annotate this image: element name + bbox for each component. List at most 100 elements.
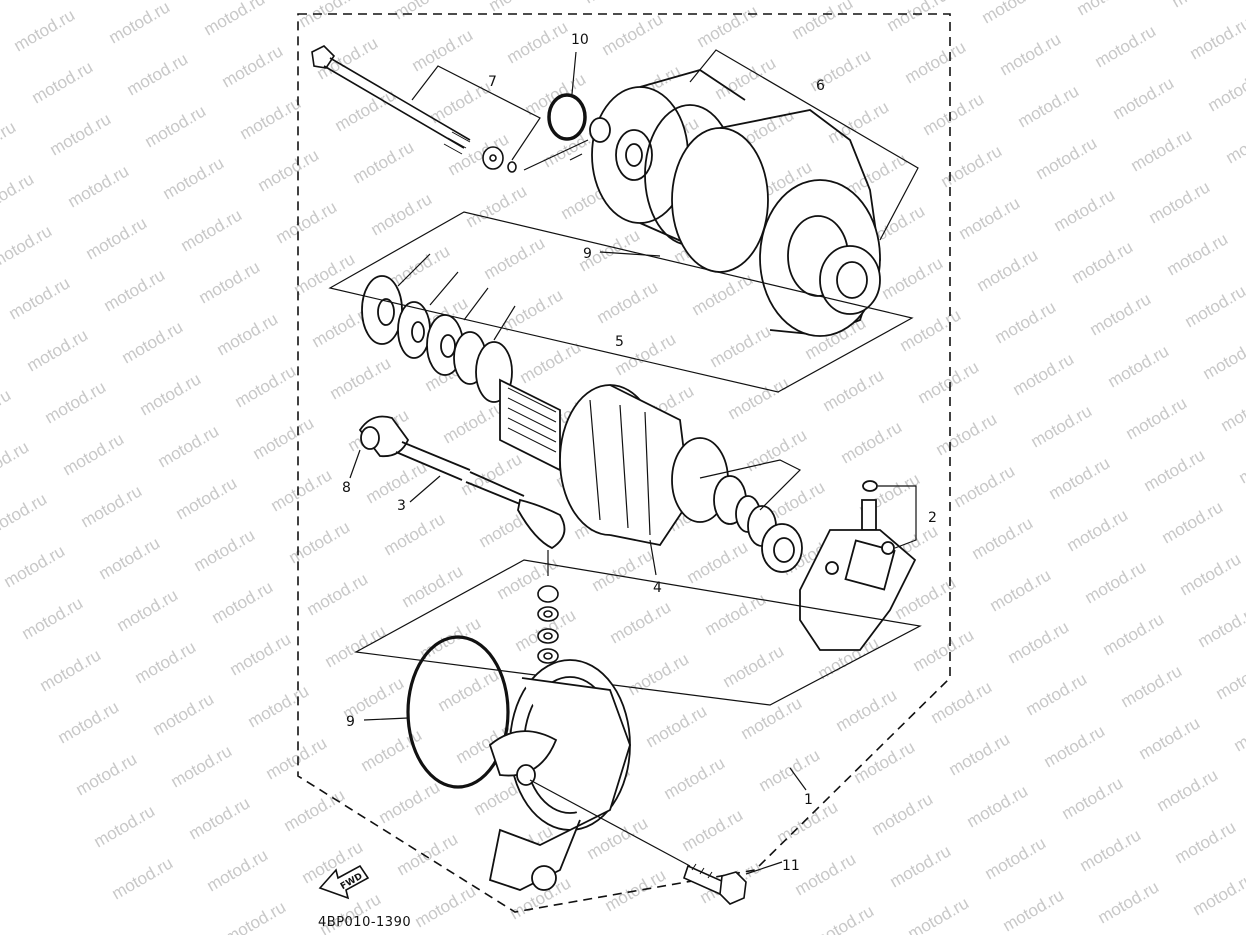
watermark-text: motod.ru <box>756 745 824 795</box>
watermark-text: motod.ru <box>1074 0 1142 19</box>
watermark-text: motod.ru <box>897 305 965 355</box>
watermark-text: motod.ru <box>227 629 295 679</box>
watermark-text: motod.ru <box>810 901 878 935</box>
watermark-text: motod.ru <box>1218 385 1246 435</box>
watermark-text: motod.ru <box>132 637 200 687</box>
watermark-text: motod.ru <box>1041 721 1109 771</box>
callout-1: 1 <box>804 792 813 808</box>
watermark-text: motod.ru <box>73 749 141 799</box>
watermark-text: motod.ru <box>214 309 282 359</box>
watermark-text: motod.ru <box>96 533 164 583</box>
watermark-text: motod.ru <box>869 789 937 839</box>
watermark-text: motod.ru <box>106 0 174 47</box>
callout-11: 11 <box>782 858 800 874</box>
watermark-text: motod.ru <box>60 429 128 479</box>
watermark-text: motod.ru <box>268 465 336 515</box>
watermark-text: motod.ru <box>499 285 567 335</box>
watermark-text: motod.ru <box>684 537 752 587</box>
watermark-text: motod.ru <box>905 893 973 935</box>
watermark-text: motod.ru <box>1236 437 1246 487</box>
watermark-text: motod.ru <box>956 193 1024 243</box>
callout-9-top: 9 <box>583 246 592 262</box>
watermark-text: motod.ru <box>607 597 675 647</box>
watermark-text: motod.ru <box>0 65 1 115</box>
watermark-text: motod.ru <box>481 233 549 283</box>
callout-7: 7 <box>488 74 497 90</box>
watermark-text: motod.ru <box>625 649 693 699</box>
watermark-text: motod.ru <box>887 841 955 891</box>
watermark-text: motod.ru <box>232 361 300 411</box>
watermark-text: motod.ru <box>594 277 662 327</box>
callout-4: 4 <box>653 580 662 596</box>
callout-9-bottom: 9 <box>346 714 355 730</box>
watermark-text: motod.ru <box>1182 281 1246 331</box>
watermark-text: motod.ru <box>1010 349 1078 399</box>
watermark-text: motod.ru <box>399 561 467 611</box>
watermark-text: motod.ru <box>1046 453 1114 503</box>
watermark-text: motod.ru <box>412 881 480 931</box>
watermark-text: motod.ru <box>522 69 590 119</box>
watermark-text: motod.ru <box>1169 0 1237 11</box>
watermark-text: motod.ru <box>327 353 395 403</box>
watermark-text: motod.ru <box>101 265 169 315</box>
watermark-text: motod.ru <box>1128 125 1196 175</box>
watermark-text: motod.ru <box>920 89 988 139</box>
watermark-text: motod.ru <box>504 17 572 67</box>
watermark-text: motod.ru <box>0 169 37 219</box>
watermark-text: motod.ru <box>29 57 97 107</box>
watermark-text: motod.ru <box>712 53 780 103</box>
watermark-text: motod.ru <box>902 37 970 87</box>
watermark-text: motod.ru <box>0 0 60 3</box>
watermark-text: motod.ru <box>155 421 223 471</box>
watermark-text: motod.ru <box>1200 333 1246 383</box>
watermark-text: motod.ru <box>6 273 74 323</box>
watermark-text: motod.ru <box>933 409 1001 459</box>
watermark-text: motod.ru <box>1023 669 1091 719</box>
callout-3: 3 <box>397 498 406 514</box>
watermark-text: motod.ru <box>1136 713 1204 763</box>
watermark-text: motod.ru <box>24 325 92 375</box>
watermark-text: motod.ru <box>743 425 811 475</box>
watermark-text: motod.ru <box>296 0 364 31</box>
watermark-text: motod.ru <box>0 385 14 435</box>
watermark-text: motod.ru <box>589 545 657 595</box>
watermark-text: motod.ru <box>173 473 241 523</box>
watermark-text: motod.ru <box>196 257 264 307</box>
watermark-text: motod.ru <box>219 41 287 91</box>
watermark-text: motod.ru <box>350 137 418 187</box>
watermark-text: motod.ru <box>820 365 888 415</box>
watermark-text: motod.ru <box>83 213 151 263</box>
watermark-text: motod.ru <box>42 377 110 427</box>
watermark-text: motod.ru <box>1159 497 1227 547</box>
watermark-text: motod.ru <box>201 0 269 39</box>
watermark-text: motod.ru <box>951 461 1019 511</box>
watermark-text: motod.ru <box>11 5 79 55</box>
callout-5: 5 <box>615 334 624 350</box>
watermark-text: motod.ru <box>119 317 187 367</box>
watermark-text: motod.ru <box>1231 705 1246 755</box>
watermark-text: motod.ru <box>884 0 952 35</box>
watermark-text: motod.ru <box>114 585 182 635</box>
watermark-text: motod.ru <box>1110 73 1178 123</box>
callout-10: 10 <box>571 32 589 48</box>
watermark-text: motod.ru <box>209 577 277 627</box>
watermark-text: motod.ru <box>137 369 205 419</box>
watermark-text: motod.ru <box>792 849 860 899</box>
watermark-text: motod.ru <box>1082 557 1150 607</box>
watermark-text: motod.ru <box>91 801 159 851</box>
rear-cover <box>490 660 630 890</box>
watermark-text: motod.ru <box>273 197 341 247</box>
watermark-text: motod.ru <box>979 0 1047 27</box>
watermark-text: motod.ru <box>47 109 115 159</box>
watermark-text: motod.ru <box>997 29 1065 79</box>
watermark-text: motod.ru <box>78 481 146 531</box>
watermark-text: motod.ru <box>1105 341 1173 391</box>
watermark-text: motod.ru <box>1005 617 1073 667</box>
watermark-text: motod.ru <box>969 513 1037 563</box>
watermark-text: motod.ru <box>982 833 1050 883</box>
watermark-text: motod.ru <box>720 641 788 691</box>
watermark-text: motod.ru <box>725 373 793 423</box>
watermark-text: motod.ru <box>679 805 747 855</box>
watermark-text: motod.ru <box>1077 825 1145 875</box>
watermark-text: motod.ru <box>910 625 978 675</box>
